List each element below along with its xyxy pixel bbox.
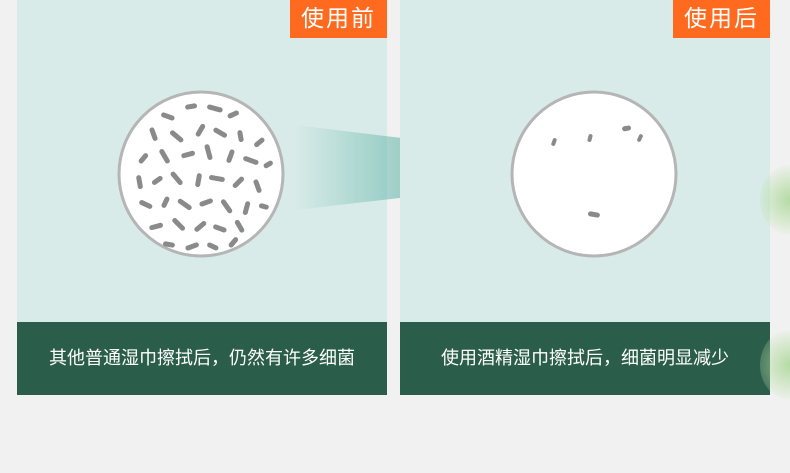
after-caption: 使用酒精湿巾擦拭后，细菌明显减少 bbox=[400, 322, 770, 395]
before-tag: 使用前 bbox=[290, 0, 387, 38]
bacteria-sparse-circle-icon bbox=[510, 90, 678, 258]
before-caption: 其他普通湿巾擦拭后，仍然有许多细菌 bbox=[17, 322, 387, 395]
after-panel: 使用后 使用酒精湿巾擦拭后，细菌明显减少 bbox=[400, 0, 770, 395]
after-tag: 使用后 bbox=[673, 0, 770, 38]
bacteria-dense-circle-icon bbox=[117, 90, 285, 258]
